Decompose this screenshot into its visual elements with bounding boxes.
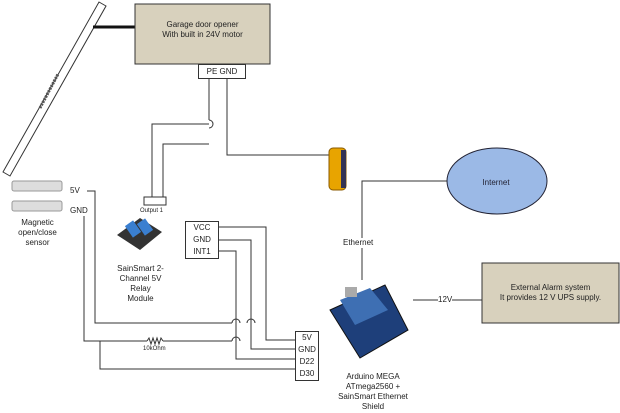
garage-door	[2, 1, 107, 177]
internet-label: Internet	[482, 178, 510, 187]
relay-output-terminal	[143, 196, 167, 206]
sensor-gnd-label: GND	[70, 206, 88, 216]
power-12v-label: 12V	[438, 295, 453, 305]
ethernet-label: Ethernet	[343, 238, 374, 248]
relay-module-icon	[117, 218, 162, 250]
alarm-box	[481, 262, 620, 324]
wires	[80, 78, 482, 370]
relay-output-label: Output 1	[140, 208, 164, 214]
opener-box	[134, 3, 271, 65]
opener-pins: PE GND	[198, 64, 246, 79]
resistor-label: 10kOhm	[143, 346, 166, 352]
sensor-5v-label: 5V	[70, 186, 80, 196]
siren-icon	[328, 147, 347, 191]
arduino-board-icon	[329, 284, 409, 359]
magnetic-sensor-icon	[11, 180, 63, 212]
internet-cloud	[446, 147, 548, 215]
